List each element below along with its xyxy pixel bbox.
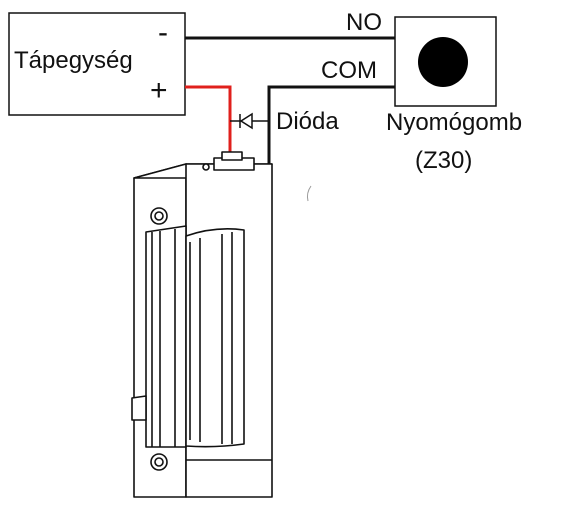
push-button-label: Nyomógomb [386,109,522,136]
terminal-com-label: COM [321,57,377,84]
wire-com [267,85,395,170]
power-supply-plus: + [150,74,168,107]
push-button: Nyomógomb (Z30) [386,16,522,174]
push-button-model: (Z30) [415,147,472,174]
diode-label: Dióda [276,108,339,135]
electric-strike-lock-icon [131,151,273,498]
wires [185,36,395,170]
terminal-no-label: NO [346,9,382,36]
power-supply-label: Tápegység [14,47,133,74]
push-button-icon [418,37,468,87]
power-supply-minus: - [158,16,168,49]
wire-positive [185,85,232,160]
diode-icon [239,112,253,130]
power-supply: Tápegység - + [8,12,186,116]
